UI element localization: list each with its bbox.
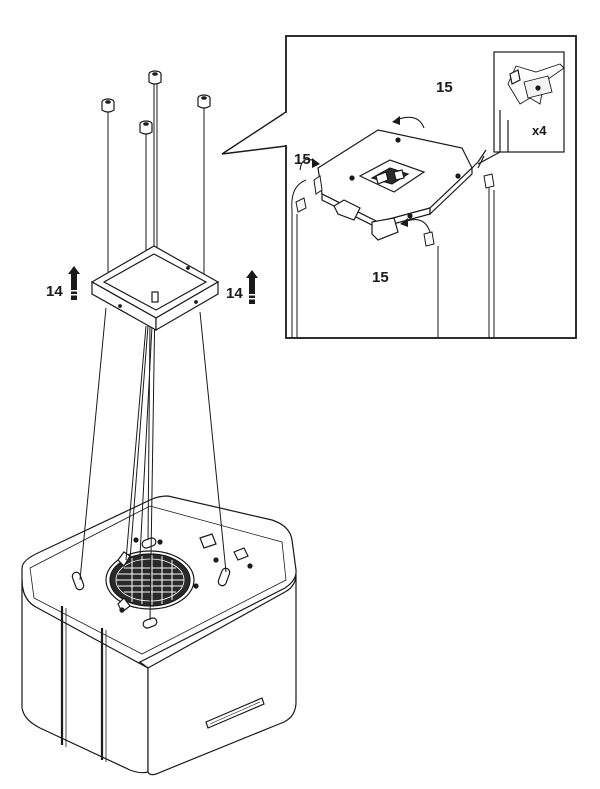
quantity-label: x4 bbox=[532, 123, 547, 138]
inset-cables bbox=[291, 179, 495, 338]
bracket-plate bbox=[317, 129, 487, 241]
fixing-nut-icon bbox=[101, 98, 115, 113]
rotate-arrow-icon bbox=[392, 116, 425, 129]
inset-step-number-left: 15 bbox=[294, 151, 311, 168]
suspension-cables bbox=[79, 299, 227, 621]
up-arrow-icon bbox=[246, 270, 258, 304]
fixing-nut-icon bbox=[148, 70, 162, 85]
rim-slots bbox=[71, 533, 253, 629]
hood-body bbox=[21, 495, 297, 776]
rotate-arrow-icon bbox=[400, 218, 431, 233]
cable-clips bbox=[295, 173, 495, 247]
inset-step-number-top: 15 bbox=[436, 79, 453, 96]
up-arrow-icon bbox=[68, 266, 80, 300]
step-number-right: 14 bbox=[226, 285, 243, 302]
mounting-frame bbox=[90, 245, 220, 332]
inset-step-number-bottom: 15 bbox=[372, 269, 389, 286]
ceiling-fixings bbox=[101, 70, 211, 135]
corner-zoom bbox=[477, 51, 565, 165]
detail-inset bbox=[221, 35, 577, 339]
rotate-arrow-icon bbox=[299, 158, 320, 171]
fixing-nut-icon bbox=[139, 120, 153, 135]
fixing-nut-icon bbox=[197, 94, 211, 109]
step-number-left: 14 bbox=[46, 283, 63, 300]
